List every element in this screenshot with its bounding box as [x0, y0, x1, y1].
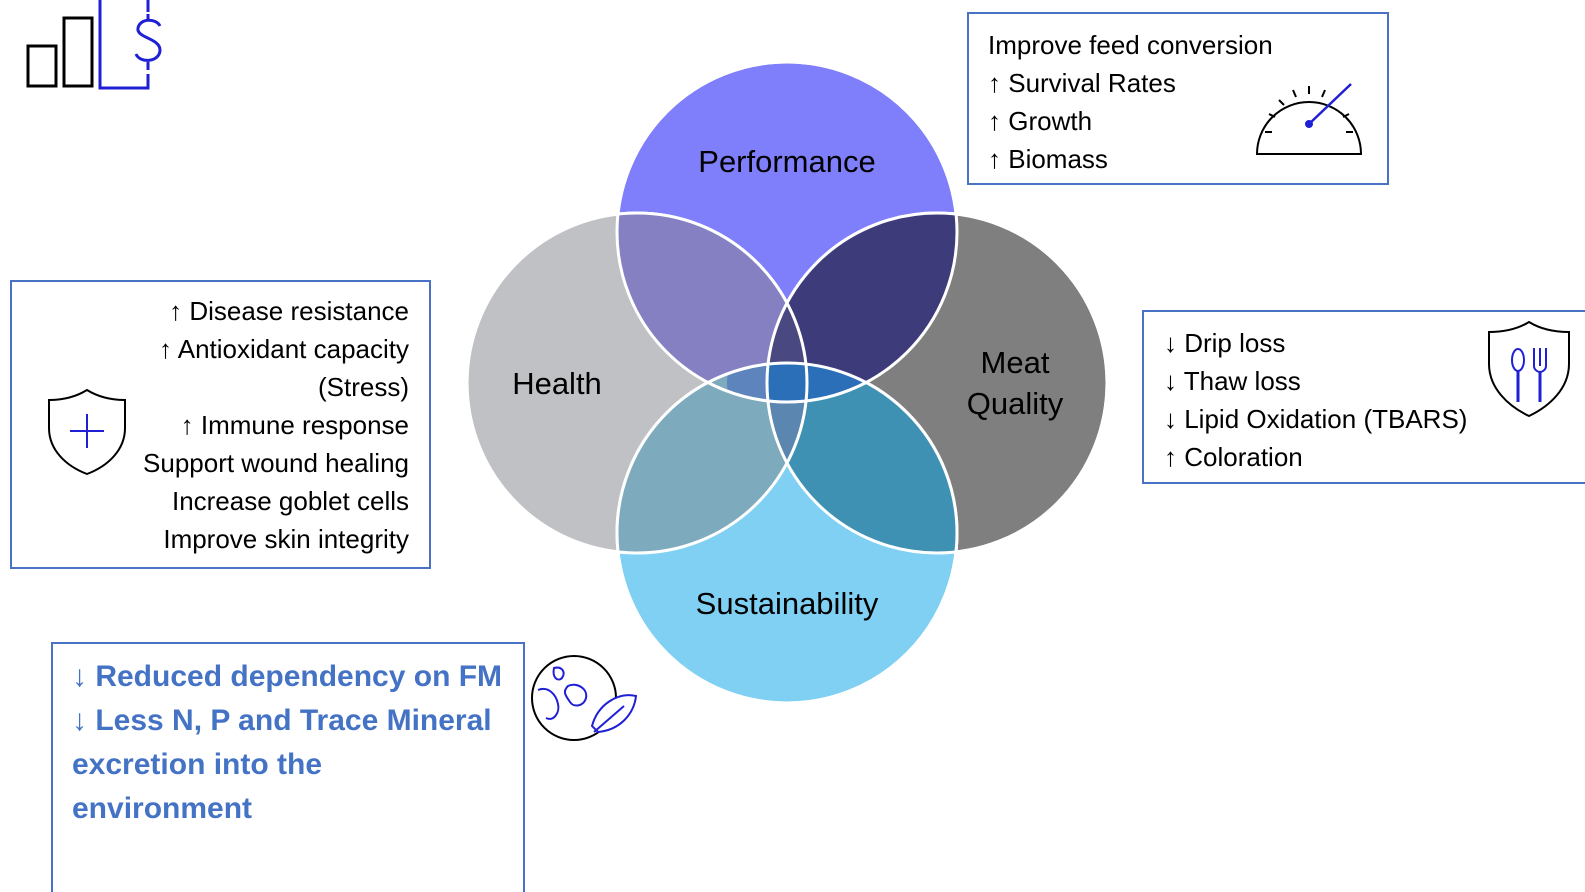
meat-quality-line: ↓ Drip loss	[1164, 328, 1286, 358]
meat-quality-line: ↓ Lipid Oxidation (TBARS)	[1164, 404, 1468, 434]
health-line: Improve skin integrity	[163, 524, 409, 554]
globe-leaf-icon	[531, 655, 638, 741]
sustainability-line: ↓ Less N, P and Trace Mineral excretion …	[72, 704, 492, 825]
performance-line: ↑ Survival Rates	[988, 68, 1176, 98]
venn-label-health: Health	[512, 366, 602, 401]
health-line: ↑ Antioxidant capacity	[158, 334, 409, 364]
health-line: ↑ Immune response	[180, 410, 409, 440]
meat-quality-line: ↓ Thaw loss	[1164, 366, 1301, 396]
meat-quality-line: ↑ Coloration	[1164, 442, 1303, 472]
health-line: Increase goblet cells	[171, 486, 409, 516]
sustainability-line: ↓ Reduced dependency on FM	[72, 660, 503, 693]
shield-plus-icon	[48, 388, 126, 476]
speedometer-icon	[1255, 83, 1363, 155]
venn-label-sustainability: Sustainability	[696, 586, 879, 621]
meat-quality-box: ↓ Drip loss ↓ Thaw loss ↓ Lipid Oxidatio…	[1142, 310, 1585, 484]
performance-line: ↑ Growth	[988, 106, 1093, 136]
performance-box: Improve feed conversion ↑ Survival Rates…	[967, 12, 1389, 185]
venn-label-meat-line2: Quality	[967, 386, 1064, 421]
bar-chart-dollar-icon	[26, 0, 162, 90]
health-line: Support wound healing	[143, 448, 409, 478]
health-line: (Stress)	[318, 372, 409, 402]
sustainability-box: ↓ Reduced dependency on FM ↓ Less N, P a…	[51, 642, 525, 892]
venn-label-performance: Performance	[698, 144, 875, 179]
shield-fork-spoon-icon	[1488, 320, 1570, 418]
performance-line: ↑ Biomass	[988, 144, 1108, 174]
health-line: ↑ Disease resistance	[169, 296, 409, 326]
health-box: ↑ Disease resistance ↑ Antioxidant capac…	[10, 280, 431, 569]
venn-label-meat-line1: Meat	[981, 345, 1050, 380]
performance-line: Improve feed conversion	[988, 30, 1273, 60]
